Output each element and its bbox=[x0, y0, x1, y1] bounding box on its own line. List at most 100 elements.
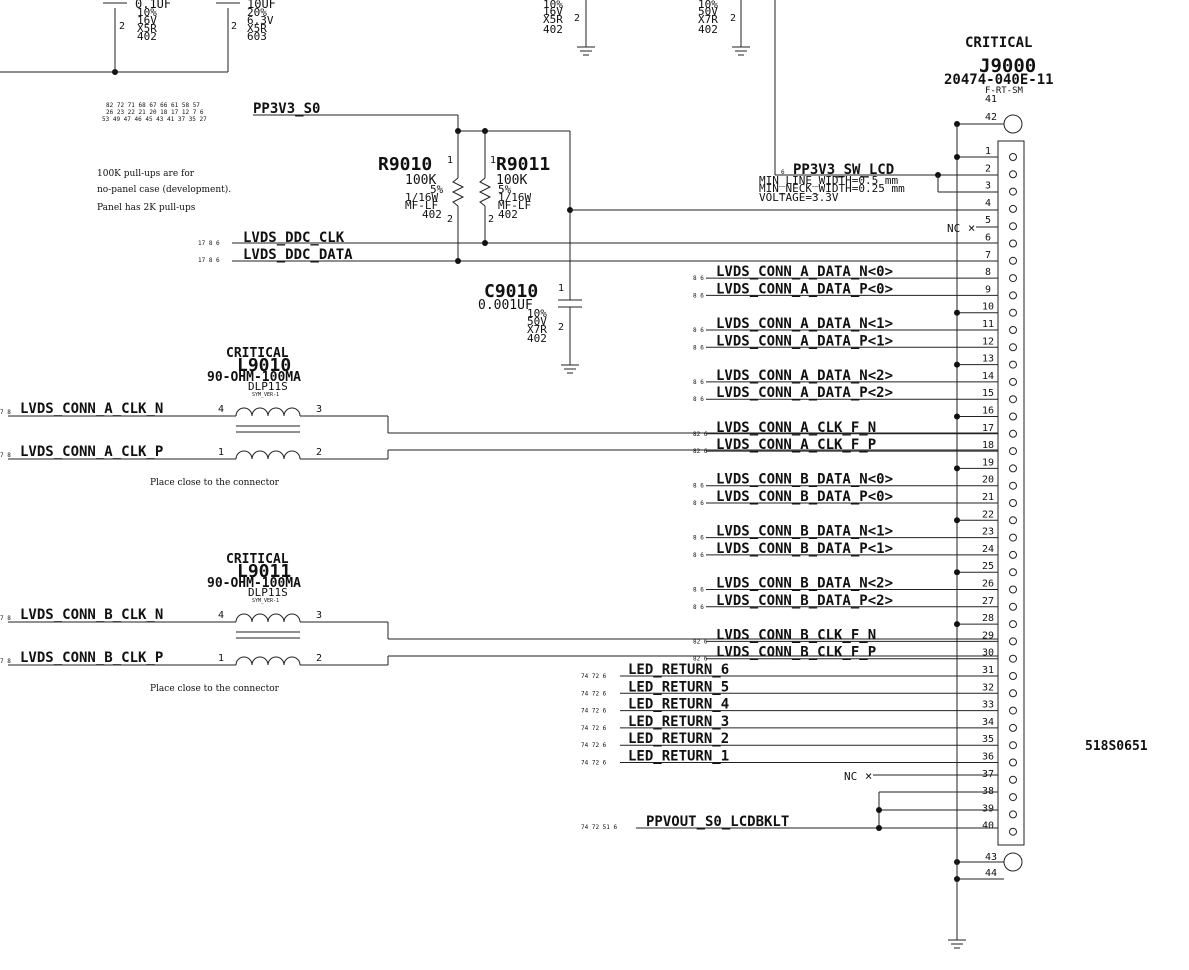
pin-contact-icon bbox=[1009, 239, 1017, 248]
l9011-p-xref: 7 8 bbox=[0, 658, 11, 665]
pin-number: 1 bbox=[985, 146, 991, 157]
pp3v3-s0-xref: 53 49 47 46 45 43 41 37 35 27 bbox=[102, 116, 207, 123]
pin-number: 14 bbox=[982, 371, 994, 382]
net-xref: 8 6 bbox=[693, 292, 704, 299]
l9010-n-label: LVDS_CONN_A_CLK_N bbox=[20, 401, 163, 417]
j9000-mount-pin: 41 bbox=[985, 94, 997, 105]
c9010-value: 0.001UF bbox=[478, 298, 533, 313]
l9011-sym: SYM_VER-1 bbox=[252, 598, 279, 604]
pin-contact-icon bbox=[1009, 568, 1017, 577]
net-label: LVDS_CONN_B_DATA_P<0> bbox=[716, 489, 893, 505]
pin-number: 2 bbox=[985, 163, 991, 174]
pullup-note: 100K pull-ups are for no-panel case (dev… bbox=[97, 169, 231, 213]
net-label: LED_RETURN_5 bbox=[628, 679, 729, 695]
top-middle-capacitors: 10% 16V X5R 402 2 10% 50V X7R 402 2 bbox=[543, 0, 750, 56]
pin-number: 22 bbox=[982, 509, 994, 520]
l9010-part: DLP11S bbox=[248, 380, 288, 393]
j9000-mount-pin: 44 bbox=[985, 868, 997, 879]
pin-contact-icon bbox=[1009, 395, 1017, 404]
net-label: LVDS_CONN_A_DATA_N<2> bbox=[716, 368, 893, 384]
pin-contact-icon bbox=[1009, 672, 1017, 680]
pin-number: 28 bbox=[982, 613, 994, 624]
pin-contact-icon bbox=[1009, 499, 1017, 507]
l9011-pin: 2 bbox=[316, 653, 322, 664]
pin-number: 4 bbox=[985, 198, 991, 209]
junction-dot bbox=[954, 154, 960, 160]
junction-dot bbox=[954, 517, 960, 524]
pin-contact-icon bbox=[1009, 360, 1017, 369]
l9010-n-xref: 7 8 bbox=[0, 409, 11, 416]
r9010-value: 100K bbox=[405, 173, 436, 188]
net-label: LED_RETURN_3 bbox=[628, 714, 729, 730]
pin-contact-icon bbox=[1009, 256, 1017, 265]
l9011-note: Place close to the connector bbox=[150, 684, 280, 694]
pin-contact-icon bbox=[1009, 153, 1017, 161]
net-label: LVDS_CONN_B_DATA_P<1> bbox=[716, 541, 893, 557]
cap-b-spec: 6.3V bbox=[247, 14, 274, 27]
cap-b-spec: 20% bbox=[247, 6, 267, 19]
net-label: LVDS_CONN_B_CLK_F_N bbox=[716, 627, 876, 643]
note-line: 100K pull-ups are for bbox=[97, 169, 195, 179]
c9010-tol: 10% bbox=[527, 307, 547, 320]
note-line: Panel has 2K pull-ups bbox=[97, 203, 196, 213]
pin-contact-icon bbox=[1009, 550, 1017, 559]
pin-contact-icon bbox=[1009, 291, 1017, 300]
pin-contact-icon bbox=[1009, 204, 1017, 213]
net-label: LVDS_CONN_B_DATA_P<2> bbox=[716, 593, 893, 609]
pin-number: 20 bbox=[982, 475, 994, 486]
pin-contact-icon bbox=[1009, 827, 1017, 836]
l9011-pin: 4 bbox=[218, 610, 224, 621]
pin-number: 15 bbox=[982, 388, 994, 399]
lcd-power-voltage: VOLTAGE=3.3V bbox=[759, 191, 839, 204]
pin-contact-icon bbox=[1009, 533, 1017, 542]
pin-number: 26 bbox=[982, 579, 994, 590]
pin-contact-icon bbox=[1009, 222, 1017, 231]
r9011-pkg: 402 bbox=[498, 208, 518, 221]
pin-contact-icon bbox=[1009, 170, 1017, 179]
cap-a-spec: 16V bbox=[137, 14, 157, 27]
nc-x-icon: × bbox=[968, 221, 975, 235]
mount-hole-icon bbox=[1003, 114, 1023, 134]
net-label: LVDS_CONN_B_CLK_F_P bbox=[716, 645, 876, 661]
pin-contact-icon bbox=[1009, 343, 1017, 352]
net-xref: 8 6 bbox=[693, 483, 704, 490]
l9010-pin: 3 bbox=[316, 404, 322, 415]
pin-number: 25 bbox=[982, 561, 994, 572]
l9011-ref: L9011 bbox=[237, 561, 291, 582]
pin-number: 36 bbox=[982, 752, 994, 763]
net-xref: 74 72 6 bbox=[581, 742, 607, 749]
pin-contact-icon bbox=[1009, 516, 1017, 525]
c9010-pin2: 2 bbox=[558, 322, 564, 333]
pin-number: 24 bbox=[982, 544, 994, 555]
l9011-part: DLP11S bbox=[248, 586, 288, 599]
net-xref: 74 72 6 bbox=[581, 725, 607, 732]
l9011-pin: 1 bbox=[218, 653, 224, 664]
pin-contact-icon bbox=[1009, 723, 1017, 732]
l9011-pin: 3 bbox=[316, 610, 322, 621]
pp3v3-s0-xref: 26 23 22 21 20 18 17 12 7 6 bbox=[106, 109, 204, 116]
junction-dot bbox=[954, 465, 960, 472]
net-label: LVDS_CONN_A_DATA_N<0> bbox=[716, 264, 893, 280]
cap-c-pin: 2 bbox=[574, 13, 580, 24]
pin-number: 7 bbox=[985, 250, 991, 261]
net-xref: 74 72 6 bbox=[581, 690, 607, 697]
cap-c-spec: 402 bbox=[543, 23, 563, 36]
l9011-n-xref: 7 8 bbox=[0, 615, 11, 622]
r9010-pin2: 2 bbox=[447, 214, 453, 225]
net-xref: 74 72 6 bbox=[581, 760, 607, 767]
net-xref: 74 72 6 bbox=[581, 673, 607, 680]
l9010-sym: SYM_VER-1 bbox=[252, 392, 279, 398]
net-xref: 8 6 bbox=[693, 500, 704, 507]
pin-number: 32 bbox=[982, 682, 994, 693]
ddc-clk-xref: 17 8 6 bbox=[198, 240, 220, 247]
j9000-mount-pin: 42 bbox=[985, 112, 997, 123]
nc-markers: NC × NC × bbox=[844, 221, 998, 783]
lcd-power-net: 6 PP3V3_SW_LCD MIN_LINE_WIDTH=0.5 mm MIN… bbox=[570, 0, 998, 211]
net-xref: 82 6 bbox=[693, 656, 708, 663]
pin-contact-icon bbox=[1009, 810, 1017, 819]
pin-contact-icon bbox=[1009, 758, 1017, 767]
l9011-n-label: LVDS_CONN_B_CLK_N bbox=[20, 607, 163, 623]
pin-number: 12 bbox=[982, 336, 994, 347]
cap-d-spec: 402 bbox=[698, 23, 718, 36]
